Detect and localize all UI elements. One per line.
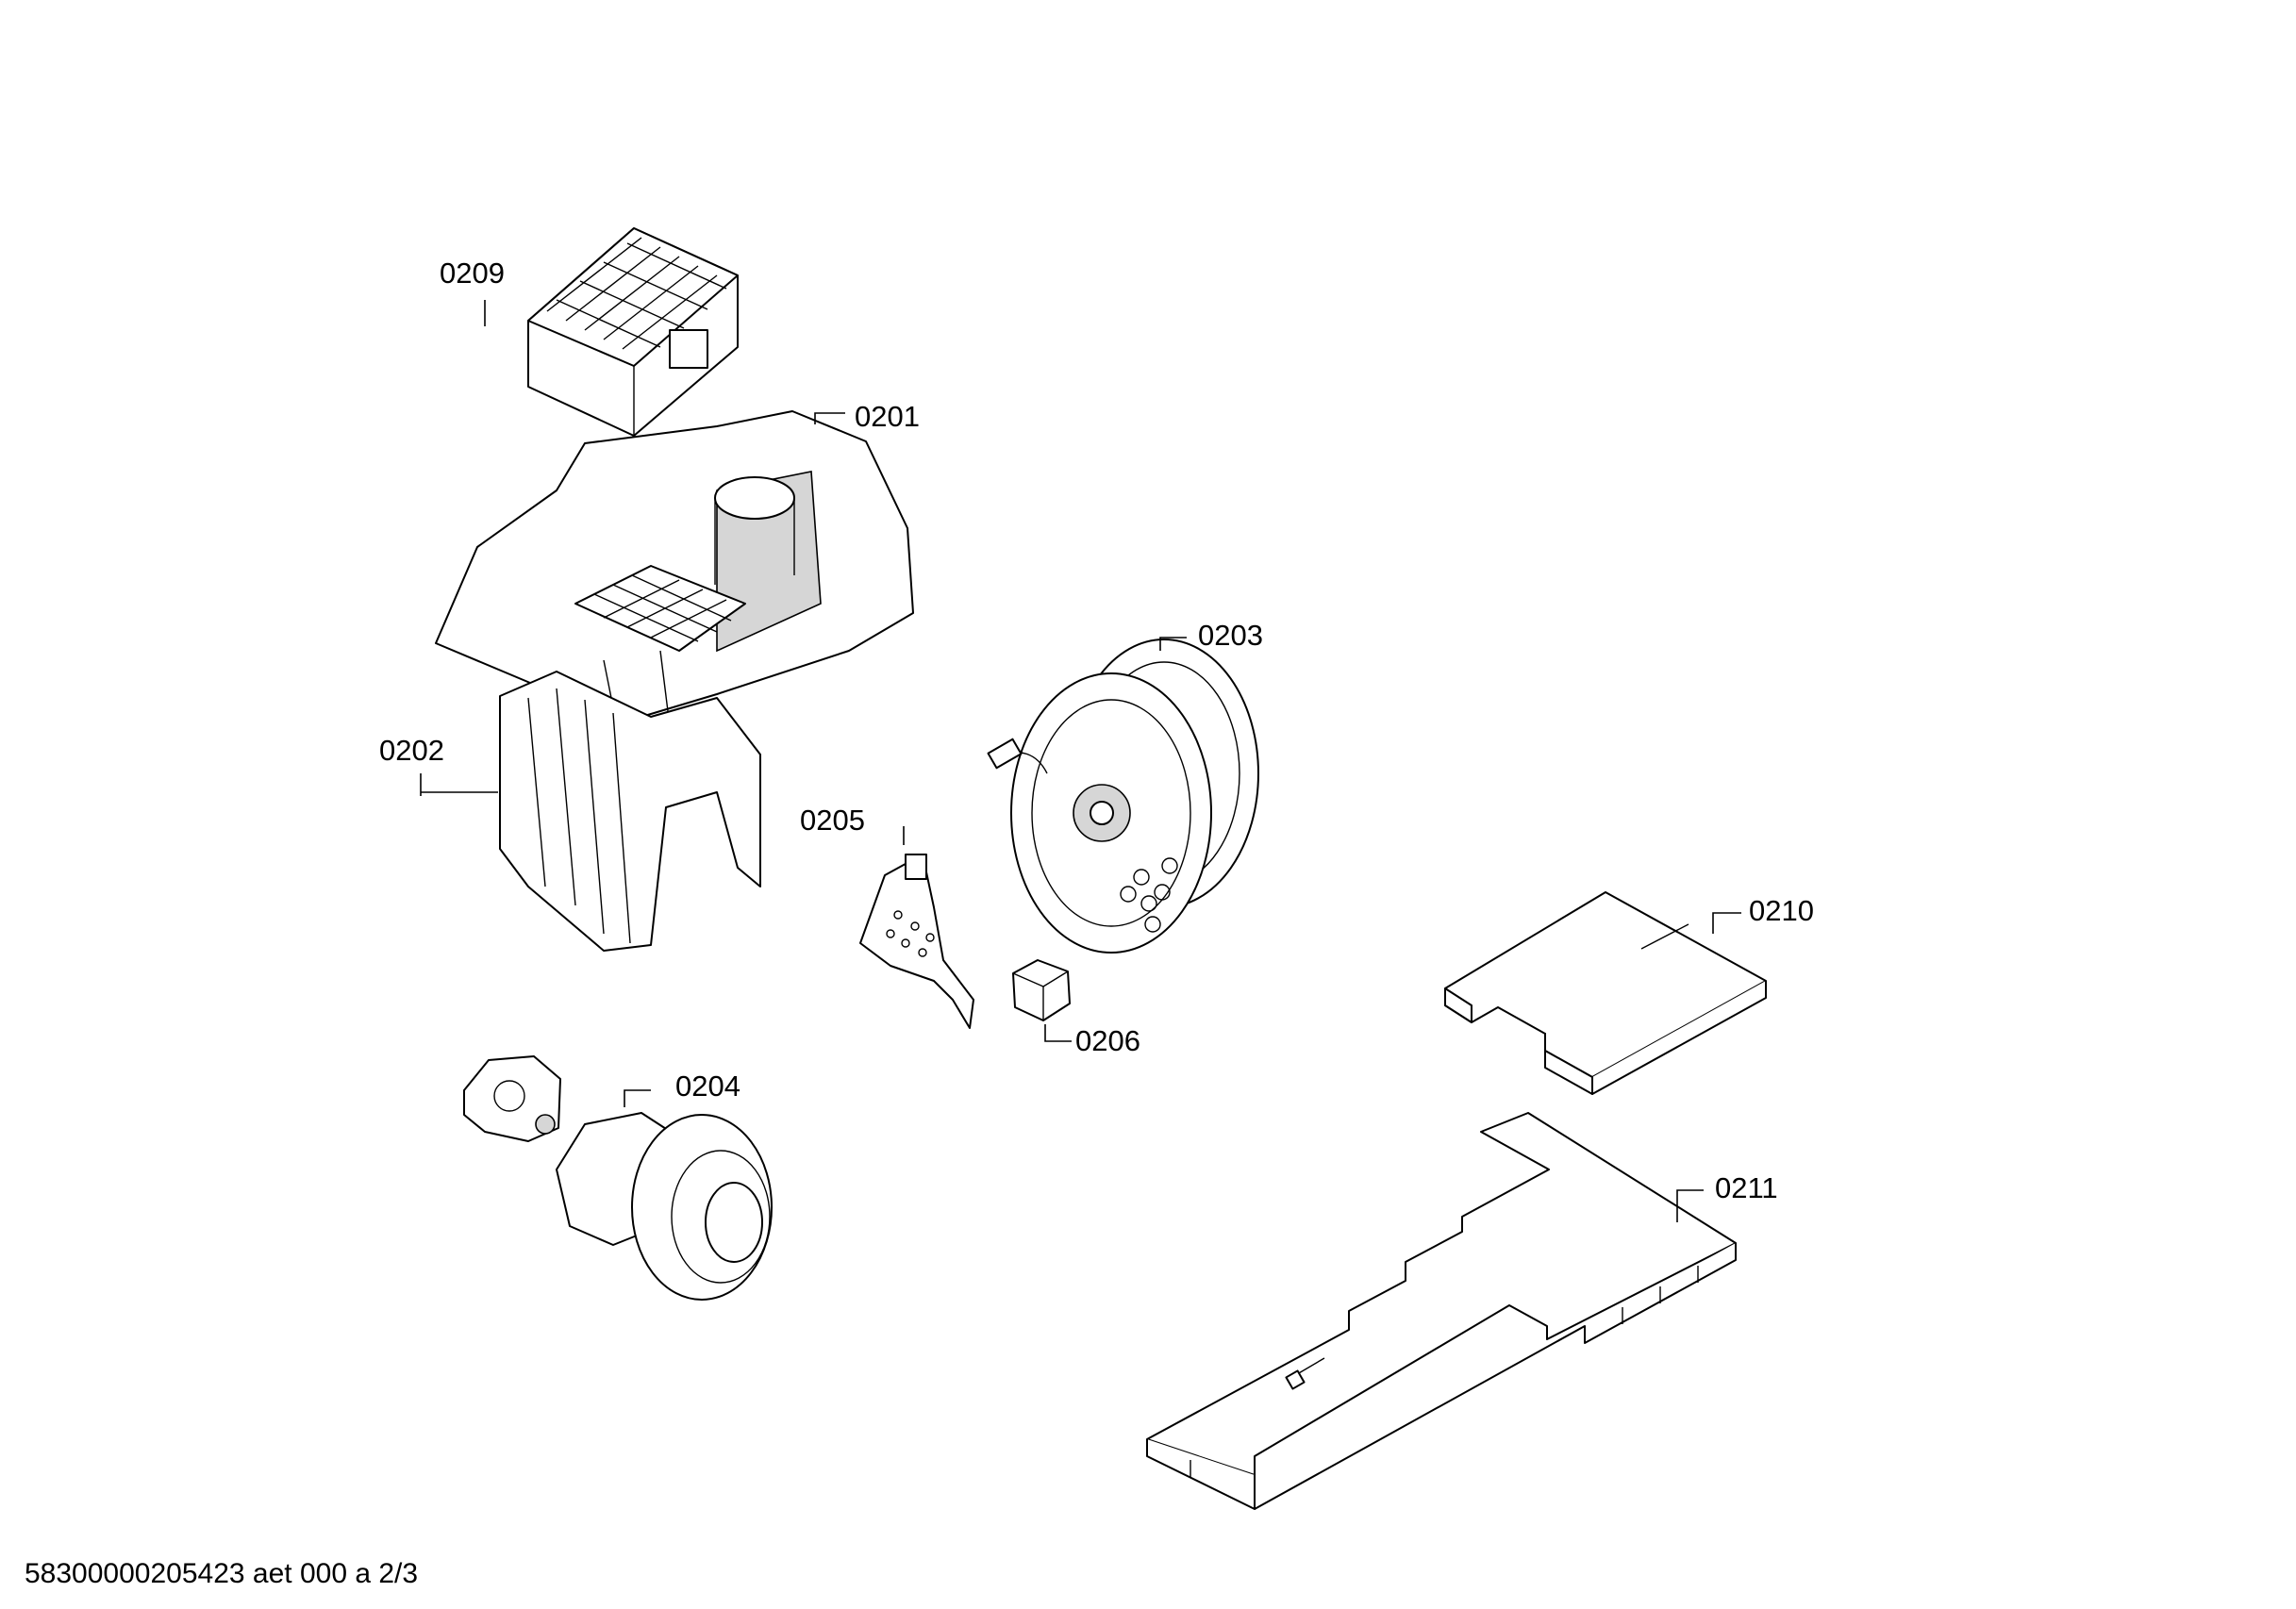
- label-0211: 0211: [1715, 1171, 1778, 1204]
- part-0203-cable-reel: [987, 637, 1259, 954]
- label-0203: 0203: [1198, 619, 1263, 652]
- label-0204: 0204: [675, 1070, 740, 1103]
- part-0206-switch: [1012, 959, 1072, 1042]
- part-0205-circuit-board: [859, 826, 974, 1029]
- label-0202: 0202: [379, 734, 444, 767]
- part-0210-foam-pad: [1444, 891, 1767, 1095]
- label-0209: 0209: [440, 257, 505, 290]
- part-0204-motor: [463, 1055, 773, 1301]
- part-0209-filter: [484, 227, 739, 437]
- label-0206: 0206: [1075, 1024, 1140, 1057]
- label-0205: 0205: [800, 804, 865, 837]
- part-0202-shell: [420, 671, 761, 952]
- label-0210: 0210: [1749, 894, 1814, 927]
- label-0201: 0201: [855, 400, 920, 433]
- footer-document-code: 58300000205423 aet 000 a 2/3: [25, 1558, 418, 1589]
- part-0211-foam-base: [1146, 1112, 1737, 1510]
